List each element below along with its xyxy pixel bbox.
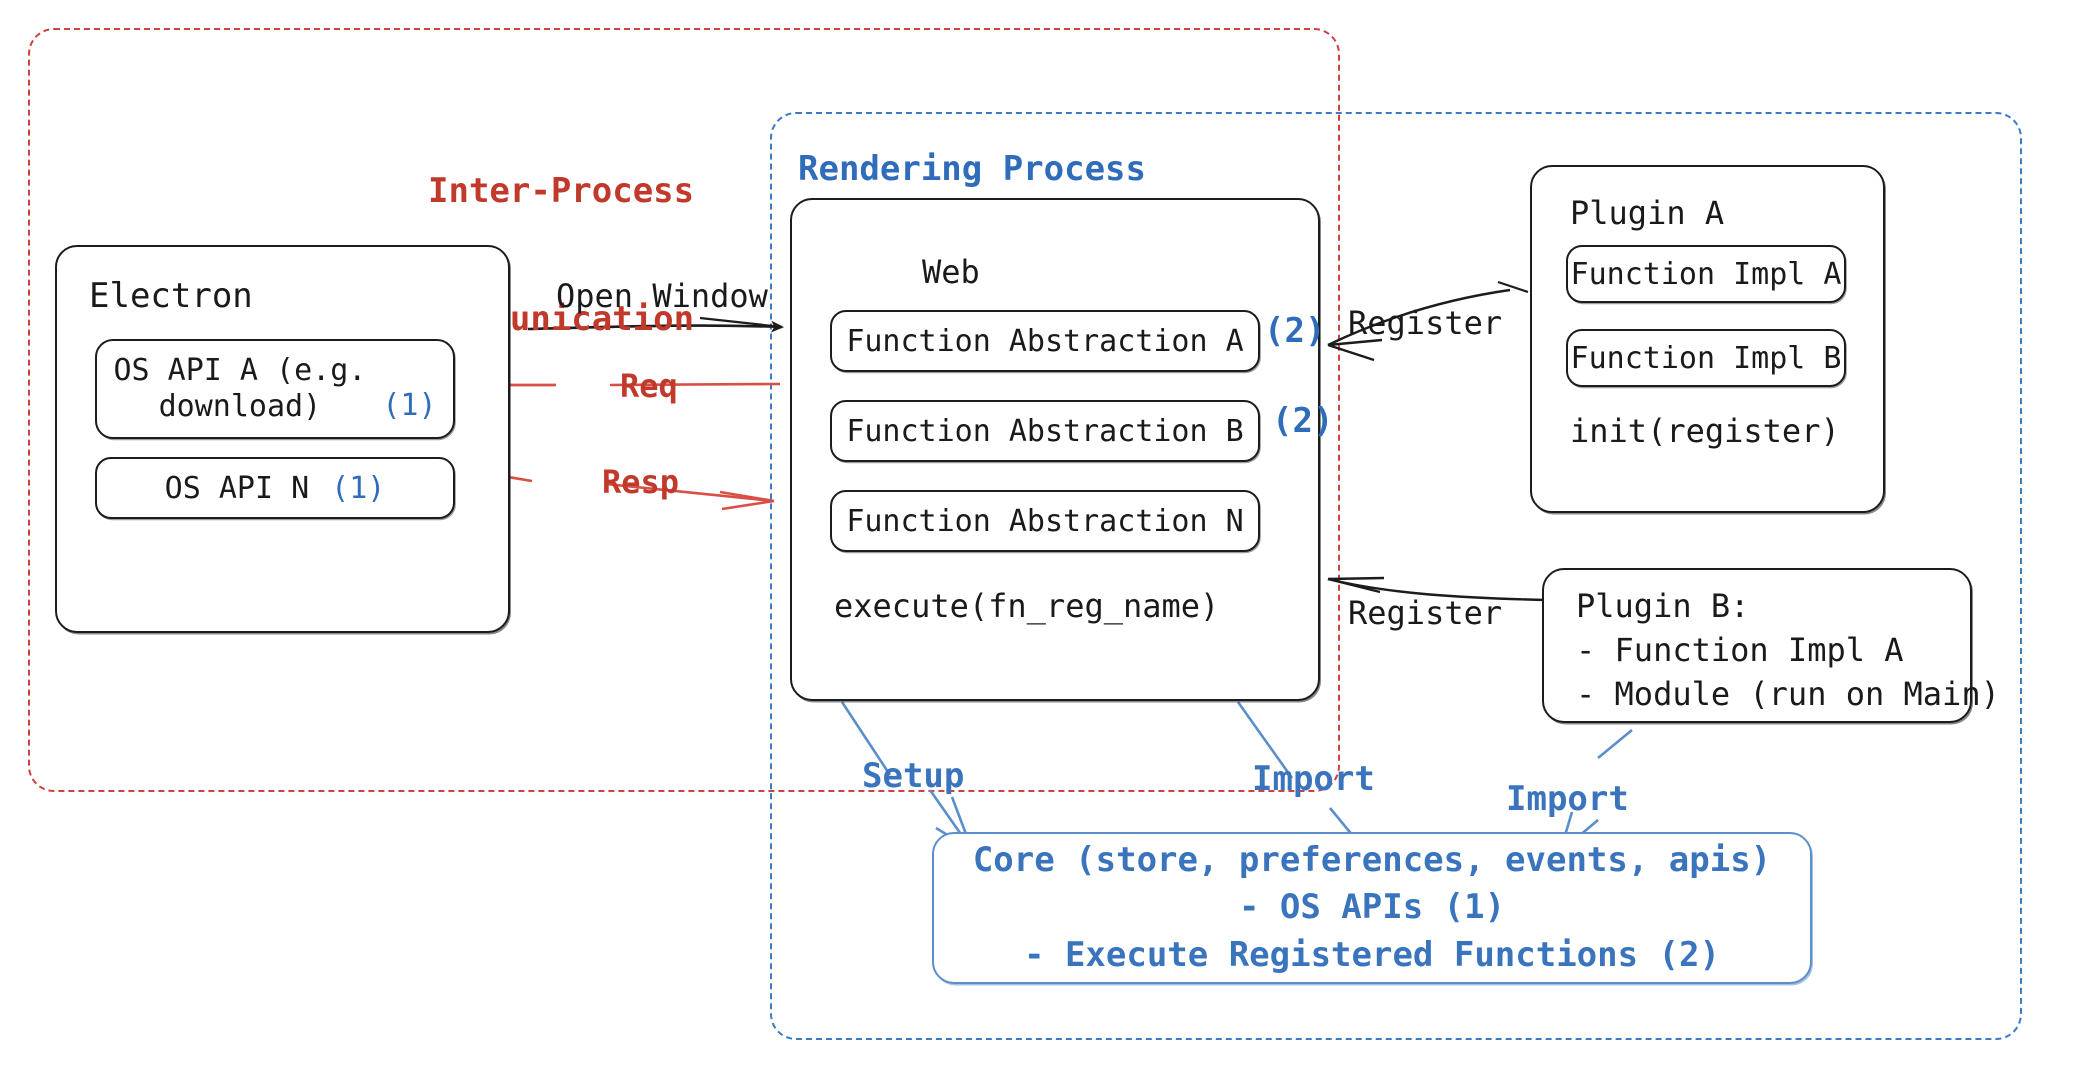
function-abstraction-a-label: Function Abstraction A [846,323,1244,359]
plugin-a-title: Plugin A [1570,194,1725,232]
rendering-process-container [770,112,2022,1040]
electron-box[interactable]: Electron OS API A (e.g. download) (1) OS… [55,245,510,633]
setup-label: Setup [862,756,965,796]
rendering-process-label: Rendering Process [798,149,1146,189]
function-abstraction-a-marker: (2) [1264,311,1326,351]
plugin-a-box[interactable]: Plugin A Function Impl A Function Impl B… [1530,165,1885,513]
register-plugin-a-label: Register [1348,304,1503,342]
ipc-container [28,28,1340,792]
import-plugin-b-label: Import [1506,779,1629,819]
function-abstraction-n-box[interactable]: Function Abstraction N [830,490,1260,552]
plugin-b-box[interactable]: Plugin B: - Function Impl A - Module (ru… [1542,568,2000,723]
function-impl-a-label: Function Impl A [1570,256,1842,292]
register-plugin-b-label: Register [1348,594,1503,632]
plugin-b-title: Plugin B: [1576,587,1750,625]
function-abstraction-b-marker: (2) [1272,401,1334,441]
core-line-2: - OS APIs (1) [1238,887,1506,928]
os-api-n-marker: (1) [331,470,386,506]
ipc-label-line1: Inter-Process [428,171,695,211]
plugin-b-line-2: - Module (run on Main) [1576,675,2000,713]
core-box[interactable]: Core (store, preferences, events, apis) … [932,832,1812,984]
resp-label: Resp [602,463,680,501]
function-abstraction-a-box[interactable]: Function Abstraction A [830,310,1260,372]
web-title: Web [922,253,980,291]
req-label: Req [620,367,678,405]
function-abstraction-b-box[interactable]: Function Abstraction B [830,400,1260,462]
os-api-a-label: OS API A (e.g. download) [113,353,367,424]
function-impl-a-box[interactable]: Function Impl A [1566,245,1846,303]
os-api-a-box[interactable]: OS API A (e.g. download) (1) [95,339,455,439]
function-impl-b-box[interactable]: Function Impl B [1566,329,1846,387]
electron-title: Electron [89,276,253,316]
os-api-a-marker: (1) [382,388,437,423]
web-box[interactable]: Web Function Abstraction A Function Abst… [790,198,1320,701]
os-api-n-box[interactable]: OS API N (1) [95,457,455,519]
import-web-label: Import [1252,759,1375,799]
core-line-1: Core (store, preferences, events, apis) [972,839,1772,880]
core-line-3: - Execute Registered Functions (2) [1024,934,1720,975]
os-api-n-label: OS API N [164,470,310,506]
web-footer: execute(fn_reg_name) [834,587,1220,625]
open-window-label: Open Window [556,277,768,315]
function-impl-b-label: Function Impl B [1570,340,1842,376]
plugin-a-footer: init(register) [1570,412,1840,450]
function-abstraction-b-label: Function Abstraction B [846,413,1244,449]
plugin-b-line-1: - Function Impl A [1576,631,1904,669]
function-abstraction-n-label: Function Abstraction N [846,503,1244,539]
